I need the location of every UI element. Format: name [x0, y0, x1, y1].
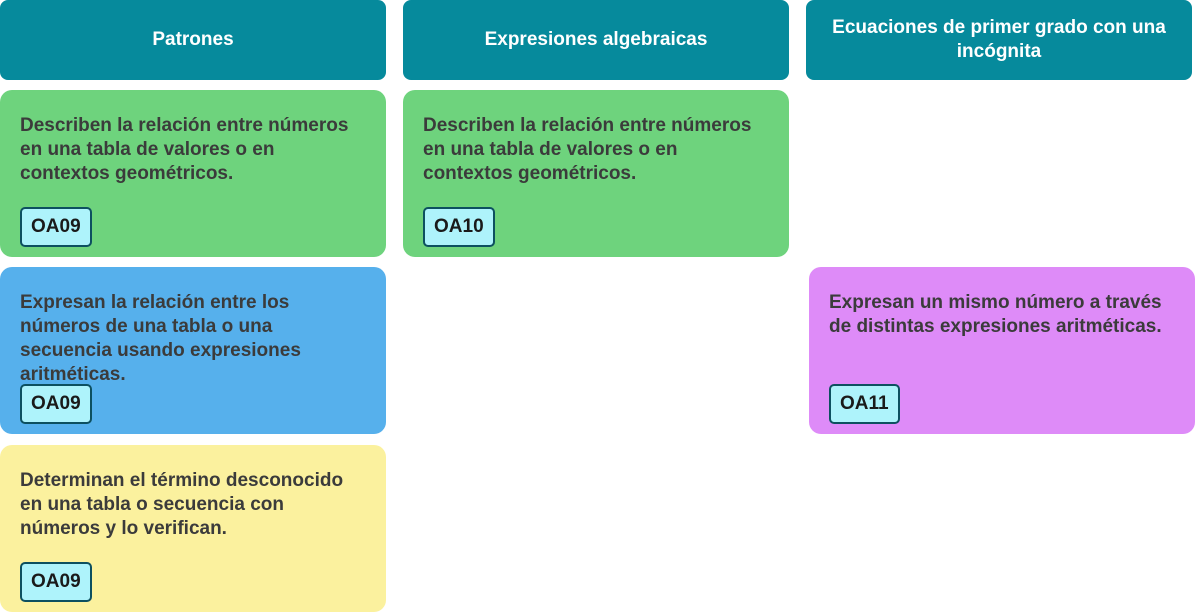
card-description: Determinan el término desconocido en una…: [20, 470, 344, 539]
column-header-patrones: Patrones: [0, 0, 386, 80]
card-patrones-oa09-second: Expresan la relación entre los números d…: [0, 267, 386, 434]
card-patrones-oa09: Describen la relación entre números en u…: [0, 90, 386, 257]
column-header-expresiones-algebraicas: Expresiones algebraicas: [403, 0, 789, 80]
card-description: Expresan la relación entre los números d…: [20, 292, 301, 385]
column-header-label: Expresiones algebraicas: [484, 29, 708, 50]
column-header-label: Ecuaciones de primer grado con una incóg…: [832, 17, 1166, 62]
objective-code-badge: OA11: [829, 384, 900, 424]
card-ecuaciones-oa11: Expresan un mismo número a través de dis…: [809, 267, 1195, 434]
column-header-label: Patrones: [152, 29, 234, 50]
card-expresiones-oa10: Describen la relación entre números en u…: [403, 90, 789, 257]
objective-code-badge: OA09: [20, 562, 92, 602]
objective-code-badge: OA09: [20, 207, 92, 247]
column-header-ecuaciones: Ecuaciones de primer grado con una incóg…: [806, 0, 1192, 80]
card-description: Describen la relación entre números en u…: [20, 115, 349, 184]
card-description: Describen la relación entre números en u…: [423, 115, 752, 184]
card-description: Expresan un mismo número a través de dis…: [829, 292, 1162, 337]
objective-code-badge: OA09: [20, 384, 92, 424]
objective-code-badge: OA10: [423, 207, 495, 247]
card-patrones-oa09-third: Determinan el término desconocido en una…: [0, 445, 386, 612]
